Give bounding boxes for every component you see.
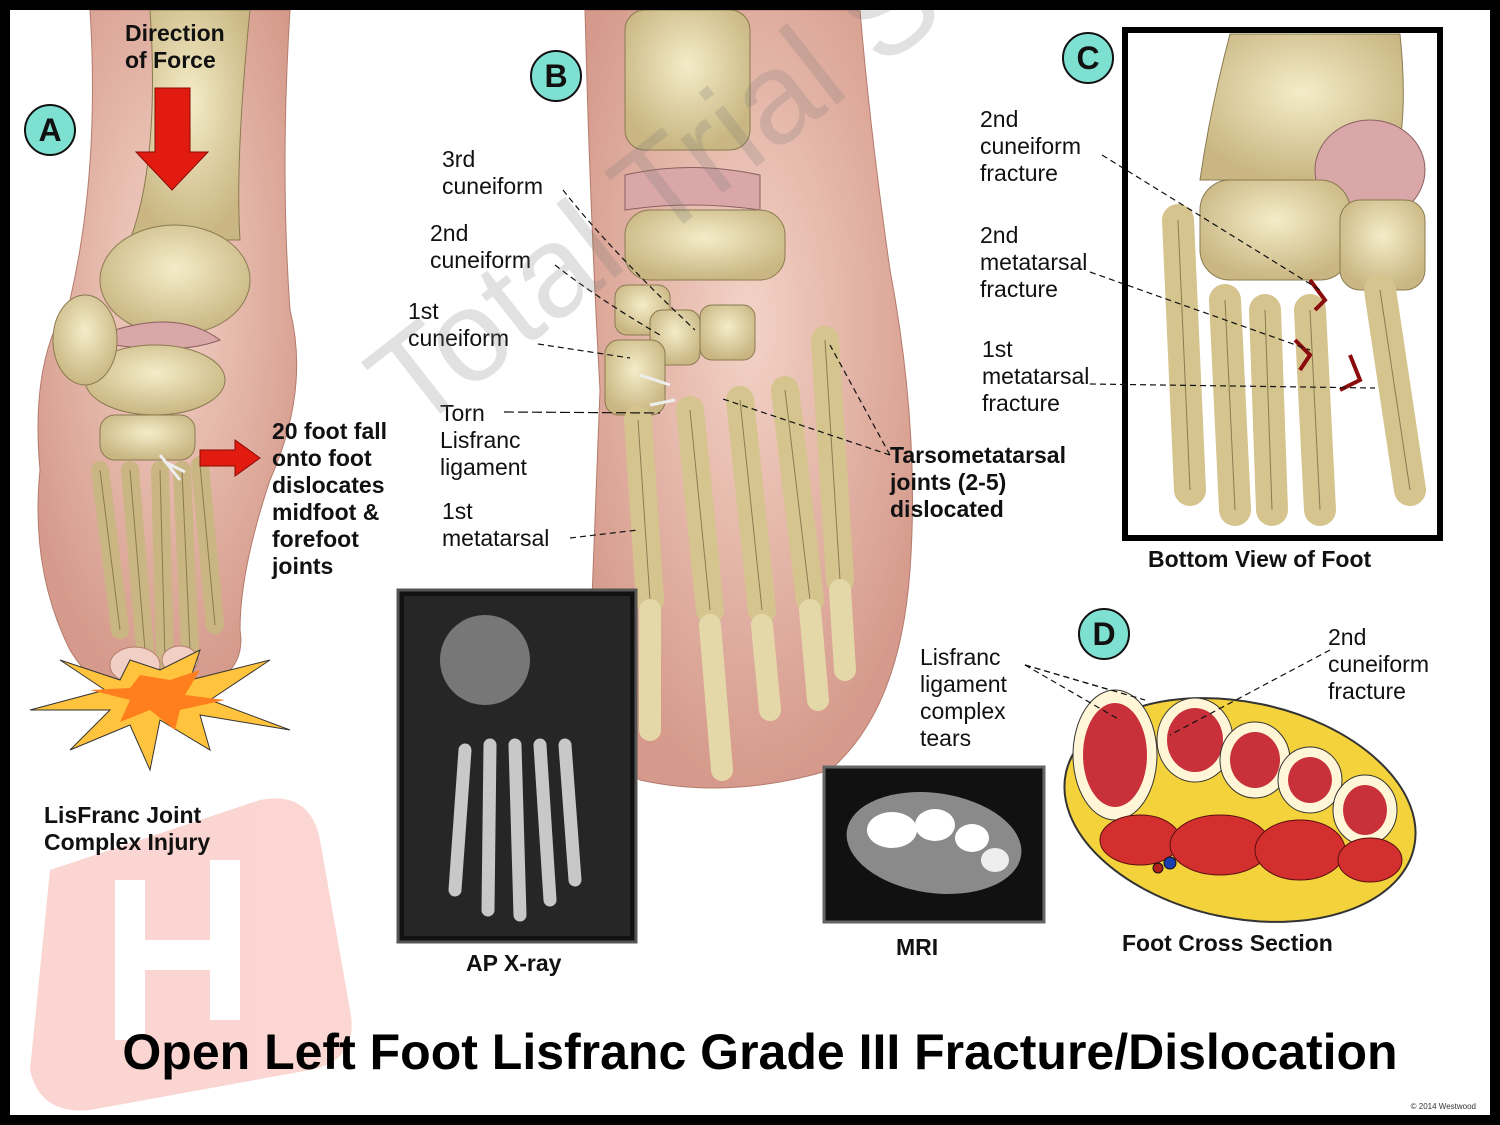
leader-lines bbox=[503, 154, 1376, 736]
label-torn-lisfranc-ligament: Torn Lisfranc ligament bbox=[440, 400, 527, 480]
illustration-frame: A B C D Direction of Force 20 foot fall … bbox=[10, 10, 1490, 1115]
bottom-view-caption: Bottom View of Foot bbox=[1148, 546, 1372, 572]
label-2nd-cuneiform-fracture-d: 2nd cuneiform fracture bbox=[1328, 624, 1429, 704]
direction-of-force-arrow bbox=[134, 87, 210, 191]
label-2nd-cuneiform: 2nd cuneiform bbox=[430, 220, 531, 273]
label-3rd-cuneiform: 3rd cuneiform bbox=[442, 146, 543, 199]
label-2nd-cuneiform-fracture-c: 2nd cuneiform fracture bbox=[980, 106, 1081, 186]
mri-image bbox=[822, 765, 1046, 924]
mri-caption: MRI bbox=[896, 934, 939, 960]
page-title: Open Left Foot Lisfranc Grade III Fractu… bbox=[122, 1024, 1398, 1080]
ap-xray-image bbox=[396, 588, 638, 944]
panel-c-bottom-view bbox=[1122, 27, 1443, 541]
watermark-logo bbox=[30, 798, 352, 1111]
label-tarsometatarsal-joints: Tarsometatarsal joints (2-5) dislocated bbox=[890, 442, 1066, 522]
badge-panel-b: B bbox=[530, 50, 582, 102]
lisfranc-injury-caption: LisFranc Joint Complex Injury bbox=[44, 802, 211, 855]
badge-panel-d: D bbox=[1078, 608, 1130, 660]
direction-of-force-label: Direction of Force bbox=[125, 20, 225, 73]
label-1st-metatarsal: 1st metatarsal bbox=[442, 498, 550, 551]
badge-panel-c: C bbox=[1062, 32, 1114, 84]
cross-section-caption: Foot Cross Section bbox=[1122, 930, 1333, 956]
label-2nd-metatarsal-fracture: 2nd metatarsal fracture bbox=[980, 222, 1088, 302]
panel-d-cross-section bbox=[1063, 689, 1417, 923]
label-1st-metatarsal-fracture: 1st metatarsal fracture bbox=[982, 336, 1090, 416]
copyright-notice: © 2014 Westwood bbox=[1410, 1102, 1476, 1111]
fall-description-label: 20 foot fall onto foot dislocates midfoo… bbox=[272, 418, 388, 579]
label-1st-cuneiform: 1st cuneiform bbox=[408, 298, 509, 351]
dislocation-arrow bbox=[199, 439, 261, 477]
impact-burst bbox=[29, 649, 291, 772]
xray-caption: AP X-ray bbox=[466, 950, 562, 976]
panel-b-foot bbox=[584, 10, 913, 789]
illustration-art bbox=[29, 10, 1443, 1111]
badge-panel-a: A bbox=[24, 104, 76, 156]
label-lisfranc-ligament-tears: Lisfranc ligament complex tears bbox=[920, 644, 1007, 751]
